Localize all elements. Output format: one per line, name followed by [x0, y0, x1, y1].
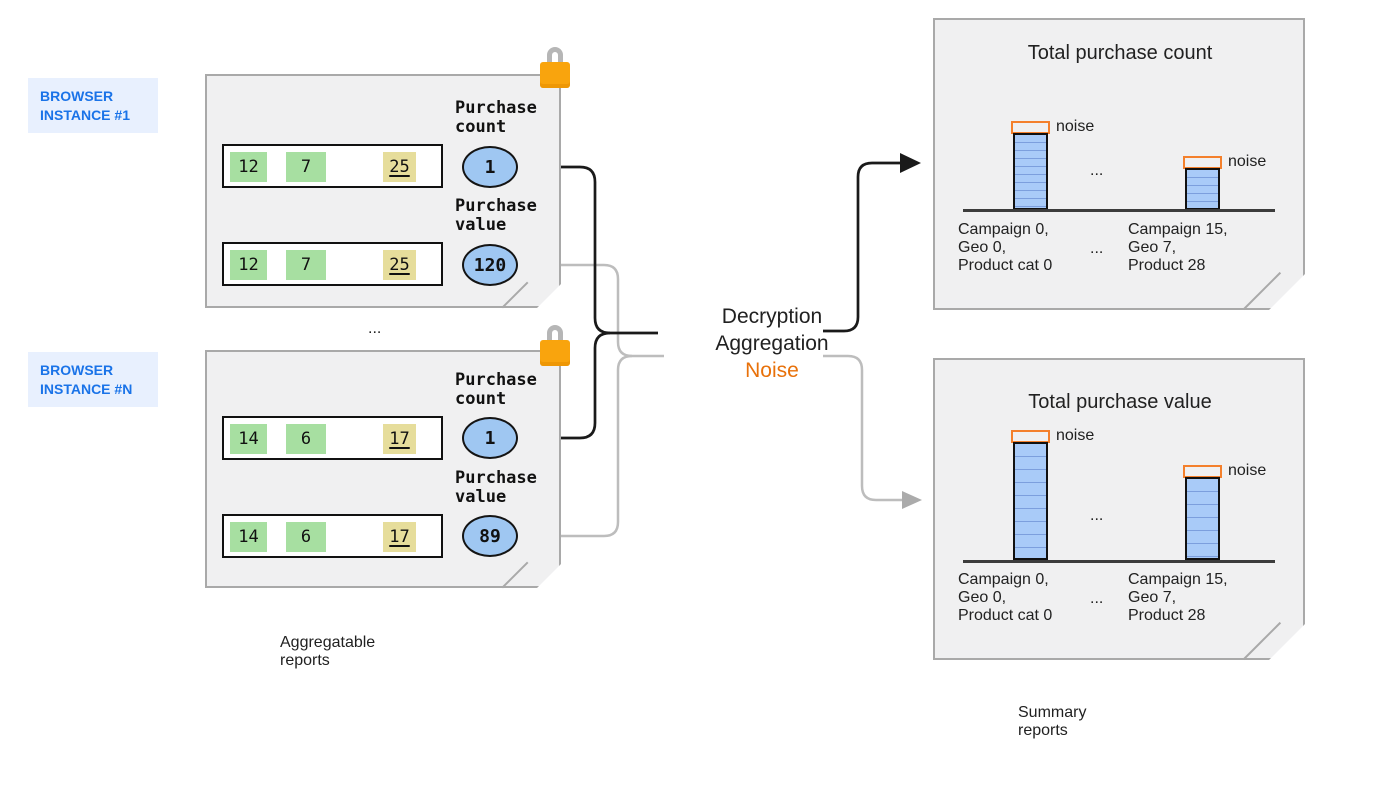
bucket-value-highlight: 25: [383, 152, 416, 182]
value-bar-campaign0: [1013, 442, 1048, 560]
bucket-value: 12: [230, 250, 267, 280]
pipeline-step-aggregation: Aggregation: [715, 332, 829, 355]
report-vector-row: 14 6 17: [222, 514, 443, 558]
purchase-value-value: 89: [462, 515, 518, 557]
purchase-count-label: Purchase count: [455, 98, 537, 137]
bucket-value: 14: [230, 424, 267, 454]
report-vector-row: 12 7 25: [222, 242, 443, 286]
summary-report-card-count: [933, 18, 1305, 310]
pipeline-step-decryption: Decryption: [721, 305, 823, 328]
gray-value-wires: [520, 263, 903, 538]
category-label: Campaign 15, Geo 7, Product 28: [1128, 571, 1228, 624]
count-bar-campaign0: [1013, 133, 1048, 210]
lock-shackle: [547, 47, 563, 64]
browser-instance-n-tag: BROWSER INSTANCE #N: [28, 352, 158, 407]
report-vector-row: 12 7 25: [222, 144, 443, 188]
bars-gap-dots: ...: [1090, 162, 1104, 179]
black-arrow-icon: [900, 153, 921, 173]
bucket-value-highlight: 25: [383, 250, 416, 280]
bucket-value-highlight: 17: [383, 424, 416, 454]
pipeline-steps: Decryption Aggregation Noise: [672, 303, 872, 384]
bars-gap-dots: ...: [1090, 507, 1104, 524]
gray-arrow-icon: [902, 491, 922, 509]
category-label: Campaign 0, Geo 0, Product cat 0: [958, 221, 1053, 274]
category-label: Campaign 15, Geo 7, Product 28: [1128, 221, 1228, 274]
report-vector-row: 14 6 17: [222, 416, 443, 460]
purchase-count-value: 1: [462, 417, 518, 459]
lock-icon: [540, 325, 570, 366]
noise-annotation: noise: [1056, 118, 1095, 135]
lock-body: [540, 340, 570, 366]
value-bar-campaign15: [1185, 477, 1220, 560]
summary-reports-caption: Summary reports: [1018, 704, 1087, 739]
lock-body: [540, 62, 570, 88]
noise-annotation: noise: [1228, 462, 1267, 479]
noise-annotation: noise: [1056, 427, 1095, 444]
x-axis: [963, 560, 1275, 563]
chart-title-count: Total purchase count: [1027, 42, 1213, 64]
purchase-count-label: Purchase count: [455, 370, 537, 409]
lock-icon: [540, 47, 570, 88]
category-label: Campaign 0, Geo 0, Product cat 0: [958, 571, 1053, 624]
count-bar-campaign15: [1185, 168, 1220, 210]
labels-gap-dots: ...: [1090, 240, 1104, 257]
browser-instance-n-line1: BROWSER: [40, 362, 114, 378]
bucket-value: 6: [286, 424, 326, 454]
bucket-value: 14: [230, 522, 267, 552]
chart-title-value: Total purchase value: [1028, 391, 1212, 413]
browser-instance-1-tag: BROWSER INSTANCE #1: [28, 78, 158, 133]
browser-instance-1-line2: INSTANCE #1: [40, 107, 130, 123]
black-count-wires: [518, 161, 901, 440]
aggregatable-reports-caption: Aggregatable reports: [280, 634, 376, 669]
purchase-value-label: Purchase value: [455, 468, 537, 507]
x-axis: [963, 209, 1275, 212]
purchase-value-value: 120: [462, 244, 518, 286]
summary-report-card-value: [933, 358, 1305, 660]
bucket-value: 7: [286, 152, 326, 182]
browser-instance-n-line2: INSTANCE #N: [40, 381, 133, 397]
browser-instance-1-line1: BROWSER: [40, 88, 114, 104]
bucket-value: 12: [230, 152, 267, 182]
bucket-value-highlight: 17: [383, 522, 416, 552]
more-instances-ellipsis: ...: [368, 320, 382, 337]
lock-shackle: [547, 325, 563, 342]
purchase-value-label: Purchase value: [455, 196, 537, 235]
purchase-count-value: 1: [462, 146, 518, 188]
bucket-value: 6: [286, 522, 326, 552]
labels-gap-dots: ...: [1090, 590, 1104, 607]
bucket-value: 7: [286, 250, 326, 280]
noise-annotation: noise: [1228, 153, 1267, 170]
pipeline-step-noise: Noise: [745, 359, 799, 382]
